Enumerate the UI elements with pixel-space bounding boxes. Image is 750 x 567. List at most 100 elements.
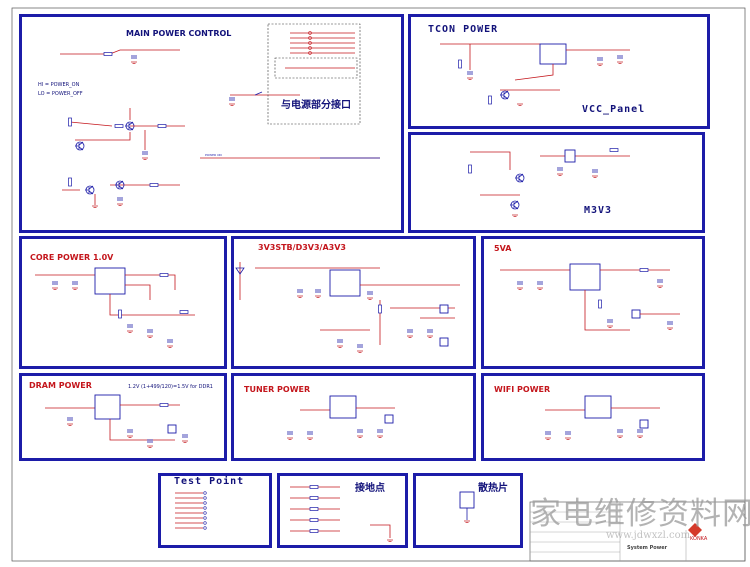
v3v3-block bbox=[231, 236, 476, 369]
wire bbox=[109, 419, 175, 441]
resistor bbox=[309, 518, 319, 522]
resistor bbox=[458, 59, 462, 69]
interface-pin bbox=[308, 51, 312, 55]
test-point-pad bbox=[203, 526, 207, 530]
ferrite-bead bbox=[439, 304, 449, 314]
dram-power-title: DRAM POWER bbox=[29, 381, 92, 390]
main-power-control-block bbox=[19, 14, 404, 233]
ferrite-bead bbox=[439, 337, 449, 347]
watermark-url: www.jdwxzl.com bbox=[606, 530, 691, 541]
resistor bbox=[309, 496, 319, 500]
resistor bbox=[103, 52, 113, 56]
transistor bbox=[128, 126, 134, 131]
transistor bbox=[500, 92, 505, 98]
title-block bbox=[529, 501, 746, 562]
test-point-pad bbox=[203, 521, 207, 525]
title-block-sheet-name: System Power bbox=[627, 545, 668, 551]
resistor bbox=[378, 304, 382, 314]
wire bbox=[470, 151, 511, 170]
resistor bbox=[159, 273, 169, 277]
interface-box bbox=[274, 57, 358, 79]
3v3-power-title: 3V3STB/D3V3/A3V3 bbox=[258, 243, 346, 252]
test-point-block bbox=[158, 473, 272, 548]
ferrite-bead bbox=[639, 419, 649, 429]
tuner-power-block bbox=[231, 373, 476, 461]
lo-power-off-note: LO = POWER_OFF bbox=[38, 91, 83, 97]
wifi-power-block bbox=[481, 373, 705, 461]
resistor bbox=[309, 507, 319, 511]
wire bbox=[254, 91, 263, 96]
transistor bbox=[118, 180, 124, 185]
core-power-block bbox=[19, 236, 227, 369]
konka-logo-mark bbox=[688, 523, 702, 537]
resistor bbox=[149, 183, 159, 187]
test-point-pad bbox=[203, 511, 207, 515]
ground-point-block bbox=[277, 473, 408, 548]
transistor bbox=[518, 173, 524, 178]
test-point-title: Test Point bbox=[174, 476, 245, 487]
title-block-company: KONKA bbox=[690, 536, 708, 542]
ferrite-bead bbox=[384, 414, 394, 424]
wire bbox=[125, 274, 176, 290]
test-point-pad bbox=[203, 496, 207, 500]
resistor bbox=[118, 309, 122, 319]
transistor bbox=[128, 121, 134, 126]
main-power-title: MAIN POWER CONTROL bbox=[126, 29, 232, 38]
resistor bbox=[179, 310, 189, 314]
tcon-power-block bbox=[408, 14, 710, 129]
heatsink-block bbox=[413, 473, 523, 548]
diode bbox=[235, 267, 245, 275]
watermark-text: 家电维修资料网 bbox=[530, 496, 750, 532]
wire bbox=[370, 524, 391, 538]
test-point-pad bbox=[203, 501, 207, 505]
power-interface-label: 与电源部分接口 bbox=[281, 100, 351, 111]
5va-power-title: 5VA bbox=[494, 244, 512, 253]
transistor bbox=[88, 185, 94, 190]
wire bbox=[60, 49, 180, 55]
resistor bbox=[68, 117, 72, 127]
test-point-pad bbox=[203, 516, 207, 520]
resistor bbox=[598, 299, 602, 309]
sheet-border bbox=[11, 7, 746, 562]
resistor bbox=[468, 164, 472, 174]
transistor bbox=[78, 146, 84, 151]
interface-pin bbox=[308, 31, 312, 35]
wire bbox=[109, 294, 195, 316]
ferrite-bead bbox=[167, 424, 177, 434]
3v3-dcdc-ic bbox=[329, 269, 361, 297]
vcc-panel-label: VCC_Panel bbox=[582, 104, 646, 115]
transistor bbox=[78, 141, 84, 146]
transistor bbox=[503, 95, 509, 100]
resistor bbox=[114, 124, 124, 128]
transistor bbox=[513, 200, 519, 205]
resistor bbox=[309, 529, 319, 533]
heatsink-title: 散热片 bbox=[478, 483, 508, 494]
transistor bbox=[513, 205, 519, 210]
resistor bbox=[68, 177, 72, 187]
wifi-power-title: WIFI POWER bbox=[494, 385, 551, 394]
interface-pin bbox=[308, 36, 312, 40]
m3v3-block bbox=[408, 132, 705, 233]
resistor bbox=[159, 403, 169, 407]
interface-pin bbox=[308, 41, 312, 45]
dram-power-block bbox=[19, 373, 227, 461]
resistor bbox=[639, 268, 649, 272]
core-power-title: CORE POWER 1.0V bbox=[30, 253, 114, 262]
transistor bbox=[118, 185, 124, 190]
5va-block bbox=[481, 236, 705, 369]
wire bbox=[69, 121, 113, 127]
resistor bbox=[488, 95, 492, 105]
ground-point-title: 接地点 bbox=[355, 483, 385, 494]
m3v3-label: M3V3 bbox=[584, 205, 613, 216]
transistor bbox=[88, 190, 94, 195]
test-point-pad bbox=[203, 506, 207, 510]
net-label: POWER ON bbox=[205, 153, 222, 157]
wire bbox=[75, 132, 131, 141]
interface-pin bbox=[308, 46, 312, 50]
tcon-power-title: TCON POWER bbox=[428, 24, 499, 35]
hi-power-on-note: HI = POWER_ON bbox=[38, 82, 80, 88]
tcon-enable bbox=[514, 64, 554, 81]
resistor bbox=[309, 485, 319, 489]
tuner-ldo-ic bbox=[329, 395, 357, 419]
